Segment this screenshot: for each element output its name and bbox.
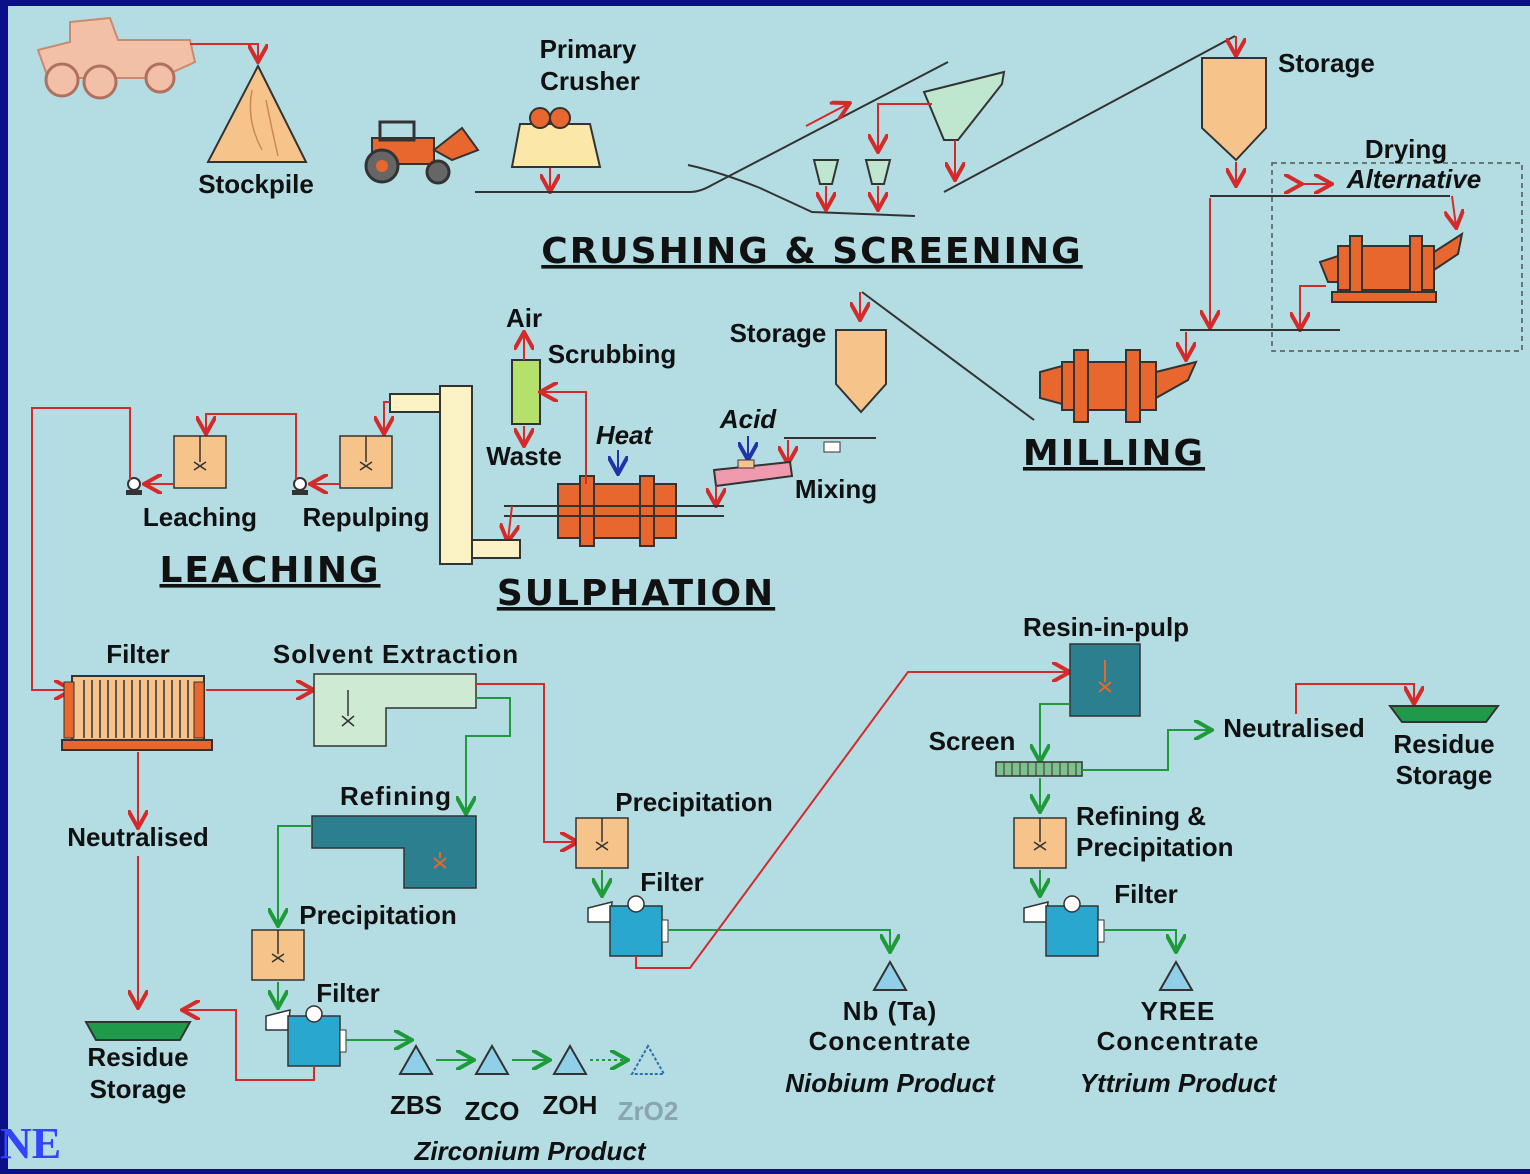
alternative-label: Alternative <box>1346 164 1481 194</box>
yree-concentrate-label-1: YREE <box>1141 996 1216 1026</box>
ball-mill-icon <box>1039 349 1198 423</box>
zbs-label: ZBS <box>390 1090 442 1120</box>
filter-press-icon <box>61 675 213 751</box>
filter-left-label: Filter <box>316 978 380 1008</box>
yree-concentrate-label-2: Concentrate <box>1097 1026 1260 1056</box>
pump-2-icon <box>292 477 308 495</box>
yttrium-product-label: Yttrium Product <box>1080 1068 1278 1098</box>
resin-in-pulp-label: Resin-in-pulp <box>1023 612 1189 642</box>
dryer-kiln-icon <box>1318 231 1464 303</box>
precipitation-mid-tank-icon <box>575 817 629 869</box>
filter-right-icon <box>1023 895 1105 957</box>
zoh-label: ZOH <box>543 1090 598 1120</box>
neutralised-right-label: Neutralised <box>1223 713 1365 743</box>
resin-in-pulp-tank-icon <box>1069 643 1141 717</box>
zro2-label: ZrO2 <box>618 1096 679 1126</box>
corner-fragment-text: NE <box>0 1119 62 1168</box>
zco-product-icon <box>474 1043 510 1075</box>
cone-crusher-2-icon <box>864 159 892 185</box>
primary-crusher-label-line1: Primary <box>540 34 637 64</box>
residue-storage-right-label-2: Storage <box>1396 760 1493 790</box>
nb-concentrate-label-1: Nb (Ta) <box>843 996 938 1026</box>
heat-label: Heat <box>596 420 654 450</box>
zoh-product-icon <box>552 1043 588 1075</box>
neutralised-left-label: Neutralised <box>67 822 209 852</box>
sulphation-kiln-icon <box>557 475 677 547</box>
storage-top-label: Storage <box>1278 48 1375 78</box>
solvent-extraction-unit-icon <box>313 673 477 747</box>
zro2-product-icon <box>630 1043 666 1075</box>
refining-unit-icon <box>311 815 477 889</box>
residue-storage-right-label-1: Residue <box>1393 729 1494 759</box>
precipitation-left-label: Precipitation <box>299 900 456 930</box>
vibrating-screen-icon <box>995 761 1083 777</box>
stockpile-label: Stockpile <box>198 169 314 199</box>
cooler-column-icon <box>389 385 521 565</box>
filter-right-label: Filter <box>1114 879 1178 909</box>
storage-silo-top-icon <box>1201 57 1267 162</box>
leaching-label: Leaching <box>143 502 257 532</box>
precipitation-left-tank-icon <box>251 929 305 981</box>
mixing-label: Mixing <box>795 474 877 504</box>
drying-alternative-box <box>1271 162 1523 352</box>
primary-crusher-label-line2: Crusher <box>540 66 640 96</box>
niobium-product-label: Niobium Product <box>785 1068 996 1098</box>
mixer-icon <box>712 459 794 488</box>
sulphation-section-title: SULPHATION <box>497 573 775 614</box>
nb-concentrate-label-2: Concentrate <box>809 1026 972 1056</box>
front-loader-icon <box>364 120 480 185</box>
milling-section-title: MILLING <box>1023 433 1205 474</box>
zco-label: ZCO <box>465 1096 520 1126</box>
filter-main-label: Filter <box>106 639 170 669</box>
screen-hopper-icon <box>922 70 1006 141</box>
zirconium-product-label: Zirconium Product <box>413 1136 646 1166</box>
primary-crusher-icon <box>510 107 602 168</box>
pump-1-icon <box>126 477 142 495</box>
precipitation-mid-label: Precipitation <box>615 787 772 817</box>
storage-silo-mid-icon <box>835 329 887 414</box>
drying-label: Drying <box>1365 134 1447 164</box>
scrubber-icon <box>511 359 541 425</box>
storage-mid-label: Storage <box>730 318 827 348</box>
screen-label: Screen <box>929 726 1016 756</box>
leaching-section-title: LEACHING <box>159 550 380 591</box>
refining-precipitation-tank-icon <box>1013 817 1067 869</box>
yree-concentrate-icon <box>1158 959 1194 991</box>
residue-storage-left-label-2: Storage <box>90 1074 187 1104</box>
haul-truck-icon <box>36 16 197 100</box>
stockpile-icon <box>206 63 308 163</box>
feeder-icon <box>823 441 841 453</box>
repulping-label: Repulping <box>302 502 429 532</box>
residue-storage-right-icon <box>1388 705 1500 723</box>
waste-label: Waste <box>486 441 562 471</box>
filter-mid-label: Filter <box>640 867 704 897</box>
refining-precipitation-label-1: Refining & <box>1076 801 1206 831</box>
cone-crusher-1-icon <box>812 159 840 185</box>
residue-storage-left-icon <box>84 1021 192 1041</box>
filter-left-icon <box>265 1005 347 1067</box>
leaching-tank-icon <box>173 435 227 489</box>
refining-precipitation-label-2: Precipitation <box>1076 832 1233 862</box>
residue-storage-left-label-1: Residue <box>87 1042 188 1072</box>
nb-concentrate-icon <box>872 959 908 991</box>
crushing-screening-section-title: CRUSHING & SCREENING <box>541 231 1082 272</box>
acid-label: Acid <box>719 404 777 434</box>
solvent-extraction-label: Solvent Extraction <box>273 639 519 669</box>
air-label: Air <box>506 303 542 333</box>
zbs-product-icon <box>398 1043 434 1075</box>
scrubbing-label: Scrubbing <box>548 339 677 369</box>
repulping-tank-icon <box>339 435 393 489</box>
refining-label: Refining <box>340 781 452 811</box>
